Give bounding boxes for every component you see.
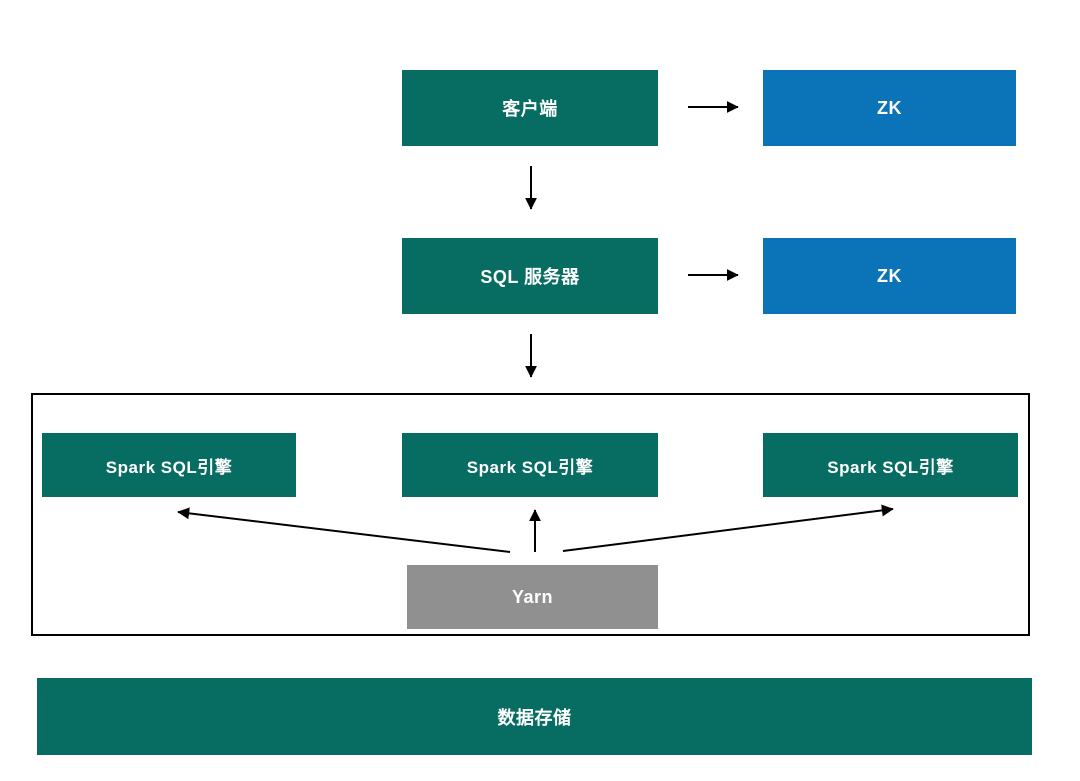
node-zk-top: ZK: [763, 70, 1016, 146]
node-zk-mid: ZK: [763, 238, 1016, 314]
node-client: 客户端: [402, 70, 658, 146]
node-sql-server: SQL 服务器: [402, 238, 658, 314]
node-sql-server-label: SQL 服务器: [480, 267, 580, 287]
node-spark-engine-1: Spark SQL引擎: [42, 433, 296, 497]
node-spark-engine-3-label: Spark SQL引擎: [827, 457, 954, 477]
node-yarn: Yarn: [407, 565, 658, 629]
node-spark-engine-2-label: Spark SQL引擎: [466, 457, 594, 477]
node-spark-engine-2: Spark SQL引擎: [402, 433, 658, 497]
node-data-storage: 数据存储: [37, 678, 1032, 755]
node-client-label: 客户端: [502, 99, 558, 119]
node-zk-mid-label: ZK: [877, 265, 902, 286]
node-yarn-label: Yarn: [511, 586, 554, 607]
node-data-storage-label: 数据存储: [497, 707, 572, 728]
engine-cluster-box: [31, 393, 1030, 636]
node-spark-engine-1-label: Spark SQL引擎: [105, 457, 233, 477]
node-spark-engine-3: Spark SQL引擎: [763, 433, 1018, 497]
node-zk-top-label: ZK: [877, 97, 902, 118]
